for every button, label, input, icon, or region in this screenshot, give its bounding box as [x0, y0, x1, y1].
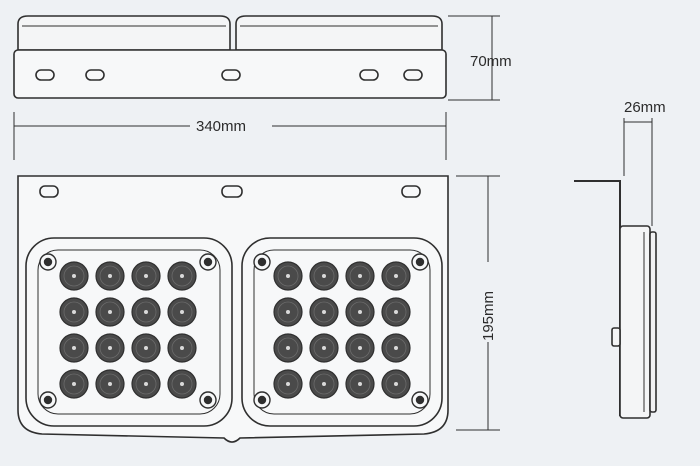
led-icon — [345, 369, 375, 399]
top-slot-2 — [85, 69, 105, 81]
led-icon — [381, 297, 411, 327]
dimension-26mm — [623, 118, 653, 226]
label-height-front: 195mm — [480, 291, 497, 341]
screw-icon — [199, 391, 217, 409]
label-width: 340mm — [196, 118, 246, 135]
front-view — [17, 175, 449, 443]
led-icon — [95, 297, 125, 327]
led-icon — [131, 261, 161, 291]
top-slot-1 — [35, 69, 55, 81]
led-icon — [167, 333, 197, 363]
front-slot-center — [221, 185, 243, 198]
front-slot-left — [39, 185, 59, 198]
led-icon — [95, 261, 125, 291]
dimension-340mm — [13, 112, 447, 160]
led-icon — [345, 297, 375, 327]
led-icon — [381, 369, 411, 399]
led-icon — [381, 261, 411, 291]
screw-icon — [253, 253, 271, 271]
front-slot-right — [401, 185, 421, 198]
side-view — [574, 180, 657, 419]
side-connector — [611, 327, 621, 347]
led-icon — [59, 297, 89, 327]
top-bracket — [13, 49, 447, 99]
side-bracket — [574, 180, 621, 416]
led-icon — [59, 369, 89, 399]
top-housing-right — [235, 15, 443, 51]
screw-icon — [253, 391, 271, 409]
led-grid-left — [59, 261, 197, 399]
label-depth: 26mm — [624, 99, 666, 116]
led-icon — [95, 333, 125, 363]
led-icon — [345, 333, 375, 363]
led-icon — [273, 333, 303, 363]
top-slot-5 — [403, 69, 423, 81]
led-icon — [167, 369, 197, 399]
led-grid-right — [273, 261, 411, 399]
lens-frame-right — [241, 237, 443, 427]
led-icon — [309, 297, 339, 327]
led-icon — [167, 297, 197, 327]
label-height-top: 70mm — [470, 53, 512, 70]
screw-icon — [39, 253, 57, 271]
lens-frame-left — [25, 237, 233, 427]
front-body-outline — [17, 175, 449, 443]
led-icon — [59, 261, 89, 291]
led-icon — [309, 369, 339, 399]
led-icon — [167, 261, 197, 291]
top-view — [13, 15, 447, 99]
led-icon — [273, 369, 303, 399]
screw-icon — [199, 253, 217, 271]
dimension-195mm — [456, 175, 500, 431]
led-icon — [95, 369, 125, 399]
led-icon — [309, 261, 339, 291]
led-icon — [273, 297, 303, 327]
top-slot-4 — [359, 69, 379, 81]
lens-inner-right — [253, 249, 431, 415]
led-icon — [309, 333, 339, 363]
screw-icon — [39, 391, 57, 409]
led-icon — [59, 333, 89, 363]
side-lens-cap — [649, 231, 657, 413]
side-body — [619, 225, 651, 419]
led-icon — [131, 333, 161, 363]
lens-inner-left — [37, 249, 221, 415]
top-slot-3 — [221, 69, 241, 81]
screw-icon — [411, 391, 429, 409]
led-icon — [381, 333, 411, 363]
dimension-70mm — [448, 15, 500, 101]
top-housing-left — [17, 15, 231, 51]
led-icon — [131, 369, 161, 399]
led-icon — [131, 297, 161, 327]
screws — [39, 253, 429, 409]
led-icon — [345, 261, 375, 291]
led-icon — [273, 261, 303, 291]
screw-icon — [411, 253, 429, 271]
